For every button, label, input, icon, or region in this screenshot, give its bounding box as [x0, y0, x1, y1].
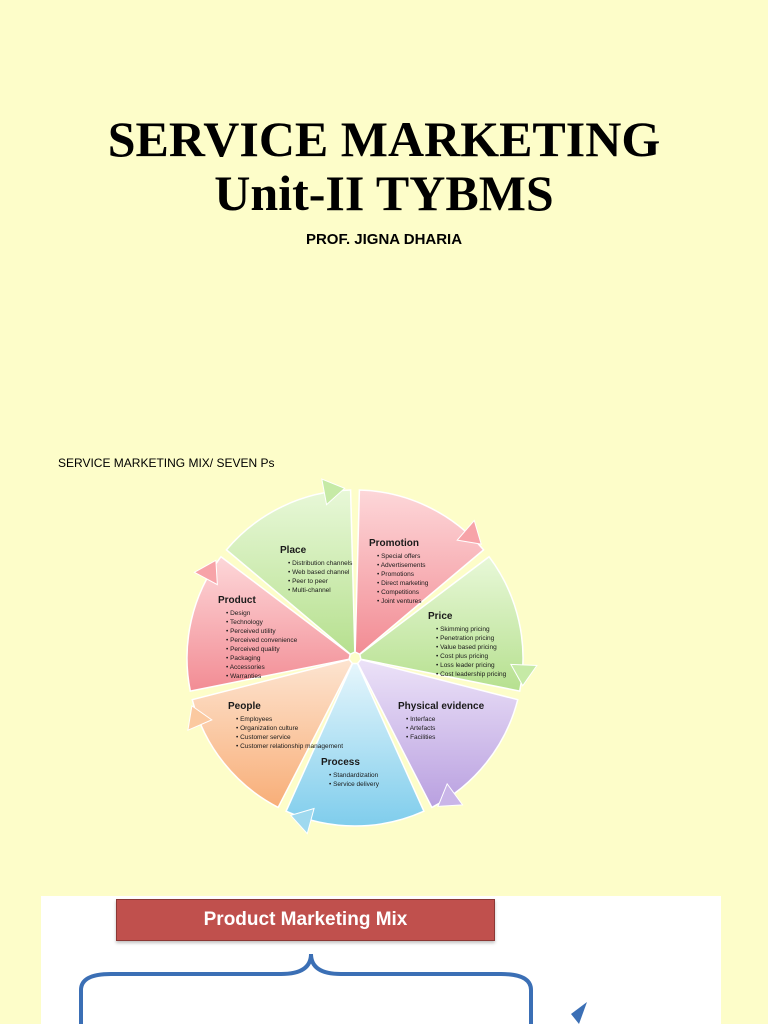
wheel-title-physical-evidence: Physical evidence [398, 701, 485, 712]
wheel-item-people: • Customer relationship management [236, 743, 343, 750]
title-line-1: SERVICE MARKETING [107, 111, 661, 167]
title-line-2: Unit-II TYBMS [214, 165, 554, 221]
wheel-title-process: Process [321, 757, 360, 768]
wheel-item-physical-evidence: • Artefacts [406, 725, 436, 732]
wheel-item-price: • Loss leader pricing [436, 662, 495, 669]
wheel-segment-place [225, 489, 356, 656]
author-name: PROF. JIGNA DHARIA [305, 231, 463, 248]
wheel-arrow-physical-evidence [437, 782, 464, 807]
wheel-segment-physical-evidence [356, 658, 519, 809]
wheel-title-price: Price [428, 611, 453, 622]
wheel-item-product: • Packaging [226, 655, 261, 662]
wheel-item-place: • Web based channel [288, 569, 350, 576]
wheel-item-promotion: • Competitions [377, 589, 420, 596]
wheel-item-place: • Peer to peer [288, 578, 329, 585]
wheel-item-price: • Penetration pricing [436, 635, 495, 642]
wheel-item-people: • Customer service [236, 734, 291, 741]
wheel-arrow-process [289, 807, 315, 835]
wheel-item-price: • Cost leadership pricing [436, 671, 507, 678]
wheel-item-product: • Accessories [226, 664, 266, 671]
product-marketing-mix-banner: Product Marketing Mix [116, 899, 495, 941]
wheel-item-promotion: • Direct marketing [377, 580, 429, 587]
wheel-item-product: • Perceived quality [226, 646, 280, 653]
wheel-segment-promotion [354, 489, 485, 656]
wheel-item-people: • Organization culture [236, 725, 299, 732]
wheel-arrow-people [187, 705, 213, 731]
wheel-item-physical-evidence: • Interface [406, 716, 436, 723]
wheel-item-promotion: • Joint ventures [377, 598, 422, 605]
wheel-segment-people [191, 658, 354, 809]
wheel-item-product: • Perceived convenience [226, 637, 298, 644]
wheel-item-process: • Service delivery [329, 781, 380, 788]
wheel-item-price: • Value based pricing [436, 644, 497, 651]
wheel-arrow-place [321, 478, 346, 506]
wheel-item-place: • Distribution channels [288, 560, 353, 567]
wheel-arrow-product [193, 559, 218, 586]
wheel-item-promotion: • Special offers [377, 553, 421, 560]
wheel-item-place: • Multi-channel [288, 587, 331, 594]
wheel-title-people: People [228, 701, 261, 712]
wheel-item-product: • Technology [226, 619, 264, 626]
wheel-item-process: • Standardization [329, 772, 379, 779]
wheel-segment-price [358, 555, 524, 692]
wheel-title-place: Place [280, 545, 307, 556]
marketing-mix-heading: SERVICE MARKETING MIX/ SEVEN Ps [58, 456, 275, 470]
wheel-arrow-price [509, 663, 538, 687]
wheel-title-promotion: Promotion [369, 538, 419, 549]
wheel-item-product: • Perceived utility [226, 628, 276, 635]
wheel-item-price: • Skimming pricing [436, 626, 490, 633]
wheel-title-product: Product [218, 595, 256, 606]
slide-title: SERVICE MARKETING Unit-II TYBMS [0, 112, 768, 220]
wheel-item-people: • Employees [236, 716, 273, 723]
wheel-item-price: • Cost plus pricing [436, 653, 489, 660]
seven-ps-wheel: Place • Distribution channels • Web based … [186, 478, 538, 835]
wheel-segment-process [285, 662, 425, 827]
wheel-arrow-promotion [456, 519, 482, 545]
wheel-item-product: • Design [226, 610, 251, 617]
wheel-item-physical-evidence: • Facilities [406, 734, 436, 741]
wheel-segment-product [186, 555, 352, 692]
wheel-item-product: • Warranties [226, 673, 262, 680]
wheel-item-promotion: • Promotions [377, 571, 415, 578]
wheel-item-promotion: • Advertisements [377, 562, 426, 569]
curly-brace [79, 953, 587, 1024]
